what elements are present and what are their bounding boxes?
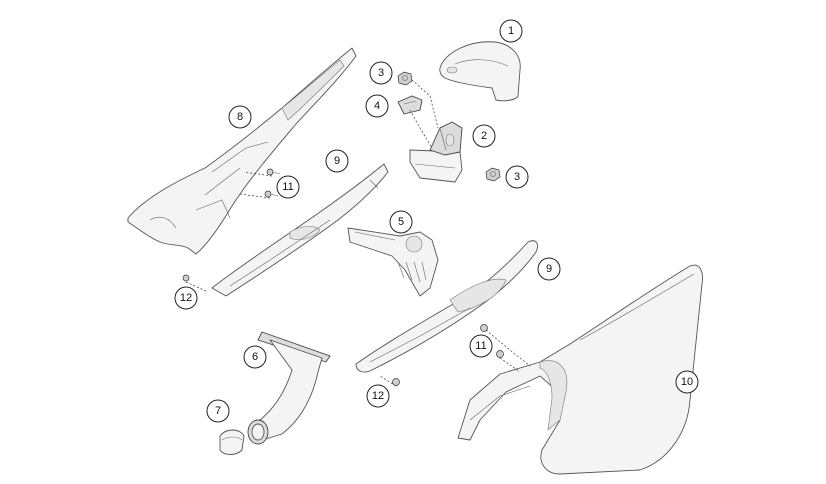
callout-3-upper: 3	[369, 61, 393, 85]
part-6-intake-duct	[247, 331, 331, 445]
part-11-screw-left-a	[266, 168, 281, 176]
callout-9-left-label: 9	[334, 155, 340, 167]
part-8-left-frame-cover	[127, 47, 357, 255]
callout-2: 2	[472, 124, 496, 148]
callout-9-right-label: 9	[546, 263, 552, 275]
callout-3-upper-label: 3	[378, 67, 384, 79]
callout-5-label: 5	[398, 216, 404, 228]
part-5-finned-bracket	[347, 227, 439, 297]
part-7-hose-clamp	[219, 429, 245, 455]
callout-12-right: 12	[366, 384, 390, 408]
callout-1-label: 1	[508, 25, 514, 37]
callout-5: 5	[389, 210, 413, 234]
part-2-mounting-bracket	[409, 121, 463, 183]
callout-8-label: 8	[237, 111, 243, 123]
callout-2-label: 2	[481, 130, 487, 142]
callout-7-label: 7	[215, 405, 221, 417]
part-12-screw-left	[182, 274, 190, 282]
part-3-nut-right	[485, 167, 501, 182]
part-11-screw-left-b	[264, 190, 279, 198]
part-9-right-rail-guard	[355, 240, 539, 373]
callout-12-left: 12	[174, 286, 198, 310]
callout-1: 1	[499, 19, 523, 43]
callout-9-right: 9	[537, 257, 561, 281]
callout-3-right: 3	[505, 165, 529, 189]
part-1-cover-cap	[439, 41, 521, 102]
callout-10-label: 10	[681, 376, 693, 388]
callout-7: 7	[206, 399, 230, 423]
part-11-screw-right-b	[496, 350, 504, 358]
part-11-screw-right-a	[480, 324, 488, 332]
callout-11-left-label: 11	[282, 181, 293, 193]
callout-12-left-label: 12	[180, 292, 192, 304]
callout-9-left: 9	[325, 149, 349, 173]
callout-12-right-label: 12	[372, 390, 384, 402]
part-4-clip	[397, 95, 423, 115]
callout-3-right-label: 3	[514, 171, 520, 183]
callout-11-left: 11	[276, 175, 300, 199]
part-12-screw-right	[392, 378, 400, 386]
part-3-nut-upper	[397, 71, 413, 86]
callout-6: 6	[243, 345, 267, 369]
callout-4-label: 4	[374, 100, 380, 112]
callout-8: 8	[228, 105, 252, 129]
callout-4: 4	[365, 94, 389, 118]
leader-lines	[185, 79, 531, 387]
part-10-side-panel	[457, 264, 703, 475]
callout-10: 10	[675, 370, 699, 394]
part-9-left-rail-guard	[211, 163, 389, 297]
callout-11-right: 11	[469, 334, 493, 358]
callout-6-label: 6	[252, 351, 258, 363]
callout-11-right-label: 11	[475, 340, 486, 352]
